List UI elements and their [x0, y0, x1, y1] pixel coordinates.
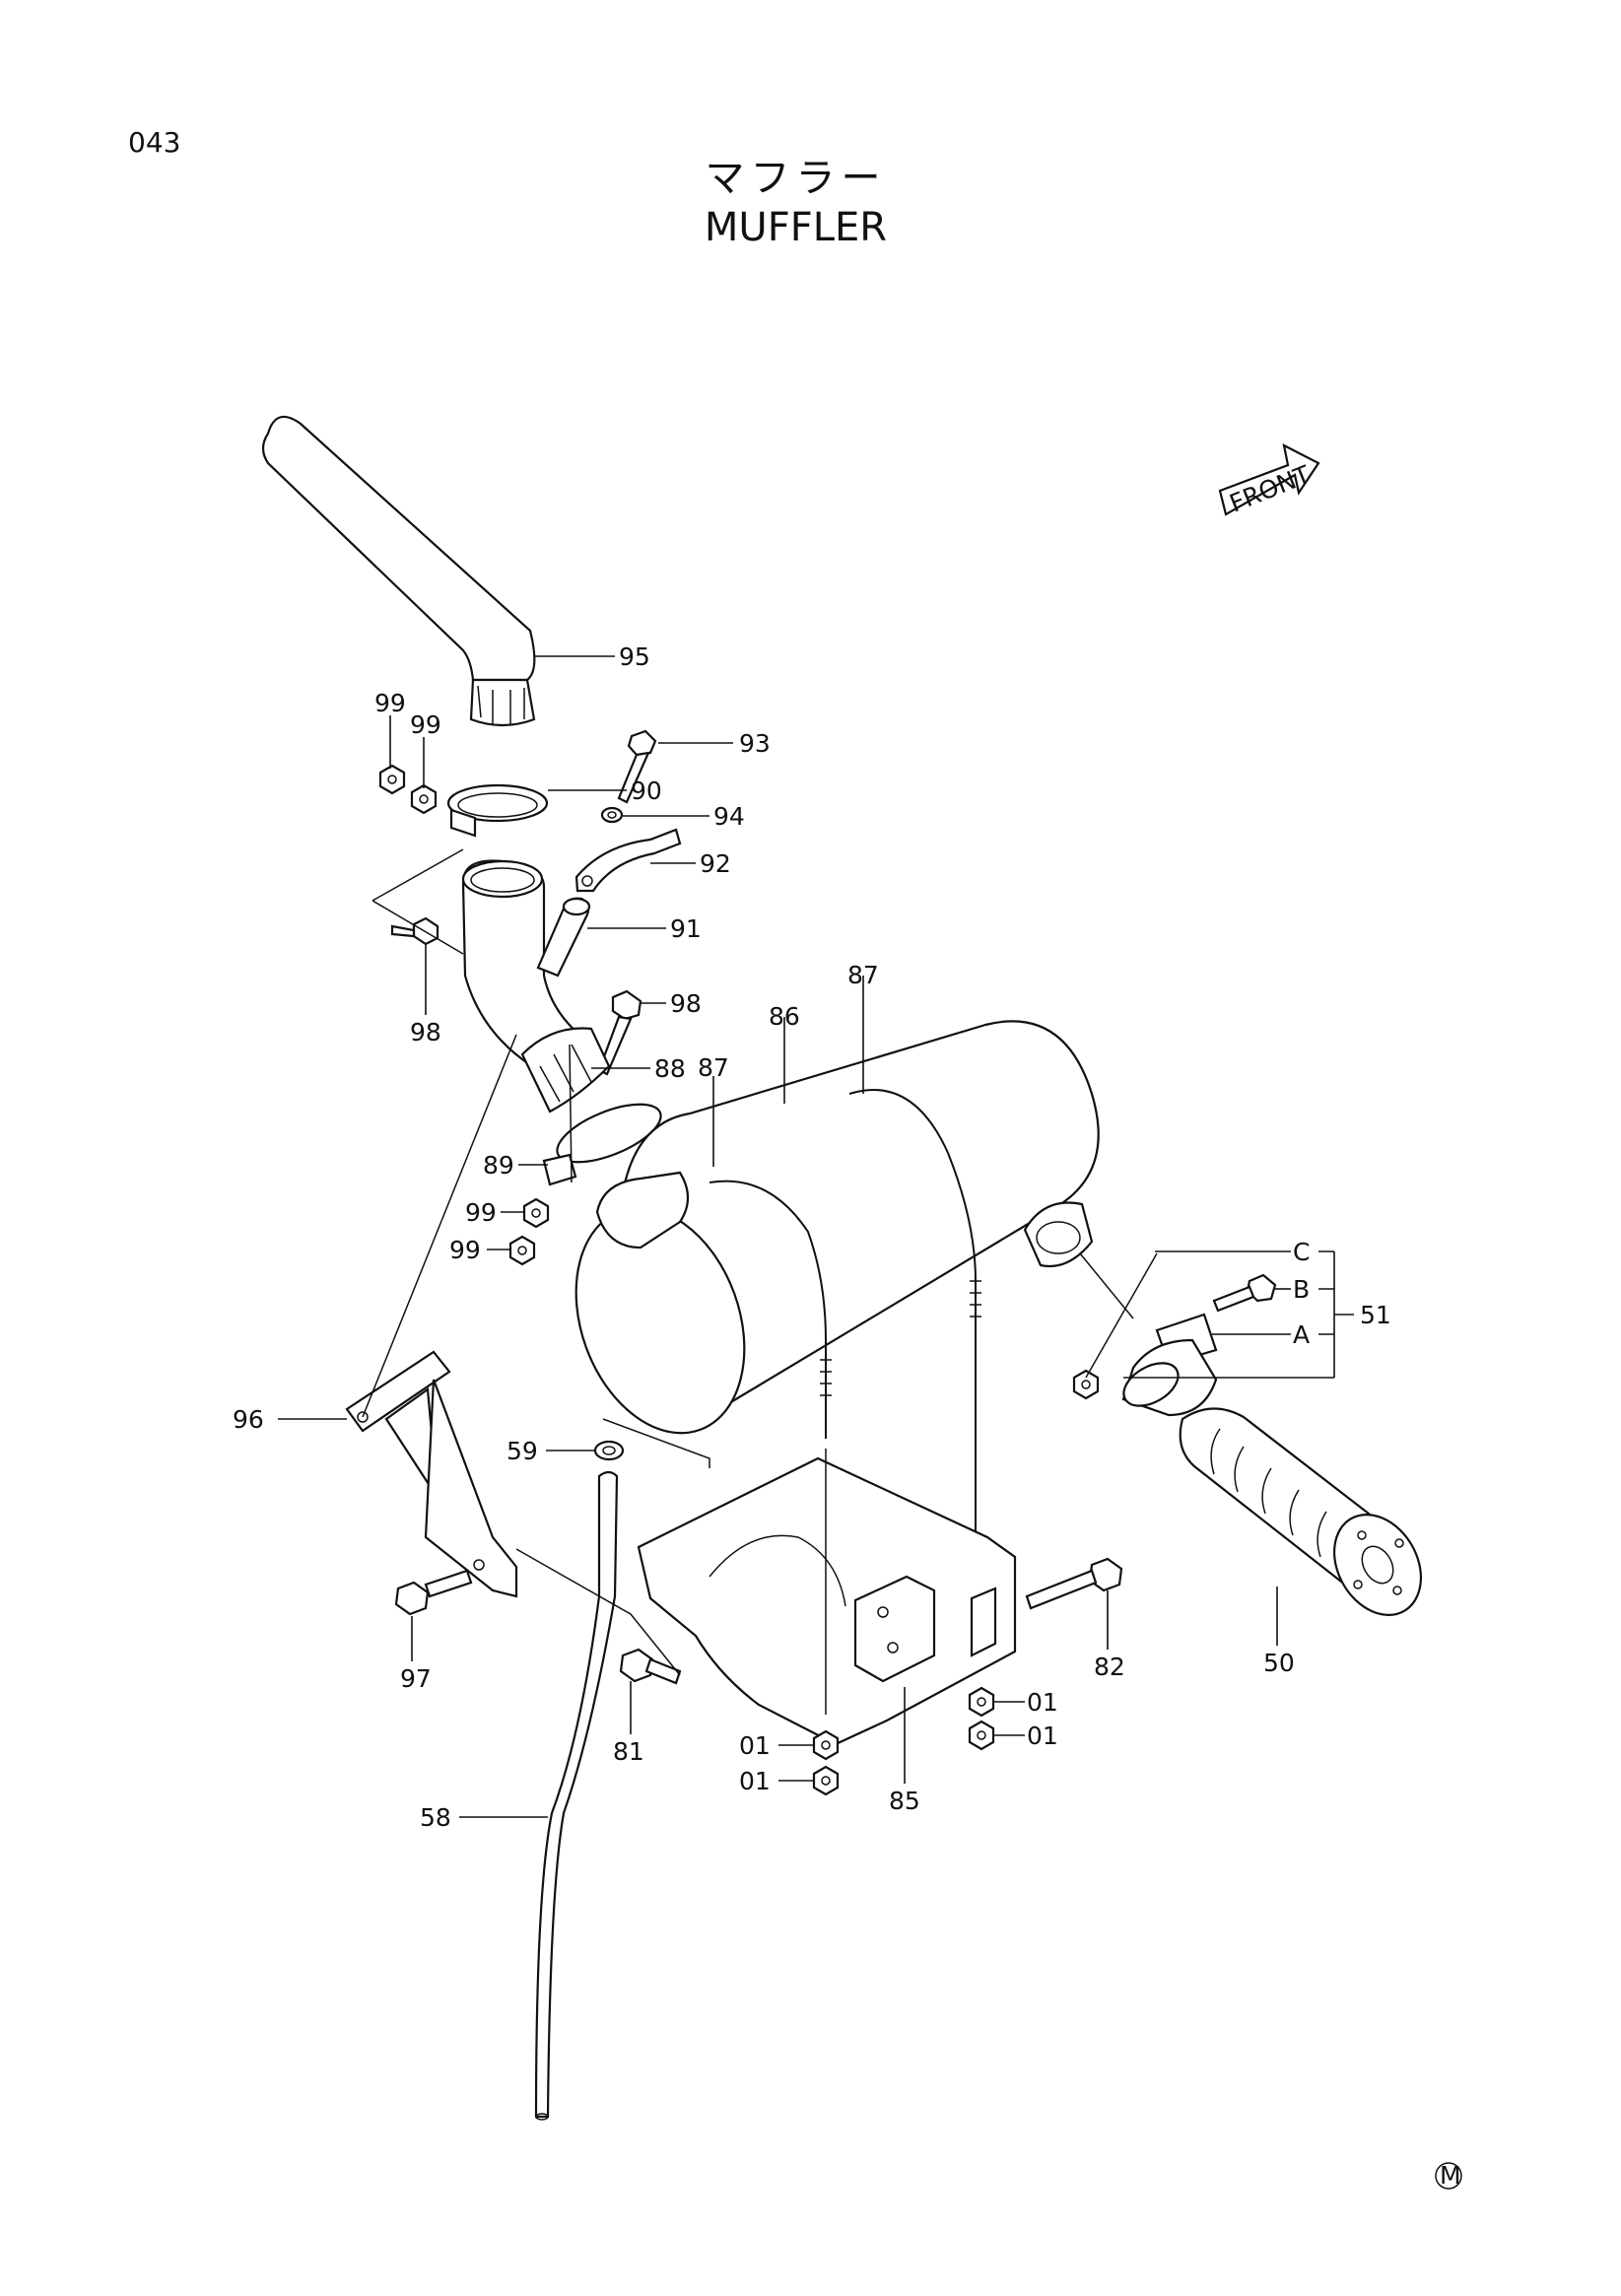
nut-99-d [508, 1235, 536, 1266]
u-strap-87-left [709, 1180, 832, 1439]
clamp-89 [542, 1103, 662, 1186]
callout-95: 95 [619, 642, 650, 671]
callout-97: 97 [400, 1664, 432, 1693]
muffler-body-86 [574, 1020, 1100, 1435]
callout-96: 96 [233, 1405, 264, 1434]
callout-85: 85 [889, 1787, 920, 1815]
nut-01-c [812, 1729, 840, 1761]
callout-50: 50 [1263, 1649, 1295, 1677]
callout-58: 58 [420, 1803, 451, 1832]
callout-86: 86 [769, 1002, 800, 1031]
flange-51 [1121, 1313, 1218, 1417]
callout-c: C [1293, 1238, 1310, 1266]
callout-92: 92 [700, 849, 731, 878]
nut-01-a [968, 1686, 995, 1718]
callout-a: A [1293, 1320, 1310, 1349]
callout-93: 93 [739, 729, 771, 758]
callout-51: 51 [1360, 1301, 1391, 1329]
callout-01: 01 [1027, 1688, 1058, 1717]
pipe-91 [536, 897, 591, 978]
corner-mark-letter: M [1440, 2161, 1461, 2190]
bolt-97 [394, 1569, 473, 1616]
callout-99: 99 [410, 710, 441, 739]
title-english: MUFFLER [704, 205, 888, 250]
callout-98: 98 [670, 989, 702, 1018]
bolt-81 [619, 1648, 682, 1685]
bracket-92 [574, 828, 682, 893]
tail-pipe-95 [261, 415, 536, 727]
callout-81: 81 [613, 1737, 644, 1766]
exhaust-elbow [461, 859, 592, 1068]
washer-94 [600, 806, 624, 824]
callout-87: 87 [698, 1053, 729, 1082]
leader-lines [278, 655, 1354, 1818]
assembly-lines [362, 848, 1158, 1715]
front-direction-arrow: FRONT [1218, 442, 1320, 518]
nut-01-d [812, 1765, 840, 1796]
clip-59 [593, 1440, 625, 1461]
corner-mark: M [1435, 2161, 1462, 2190]
title-japanese: マフラー [705, 156, 887, 201]
callout-88: 88 [654, 1054, 686, 1083]
callout-99: 99 [449, 1236, 481, 1264]
callout-89: 89 [483, 1151, 514, 1180]
clamp-90 [446, 783, 549, 838]
bolt-82 [1025, 1557, 1123, 1610]
callout-87: 87 [847, 961, 879, 989]
bolt-98-left [390, 916, 439, 946]
callout-91: 91 [670, 914, 702, 943]
callout-99: 99 [465, 1198, 497, 1227]
hose-58 [534, 1470, 619, 2121]
bolt-b [1212, 1273, 1277, 1313]
nut-01-b [968, 1720, 995, 1751]
bracket-85 [637, 1456, 1017, 1746]
nut-99-b [410, 783, 438, 815]
front-label: FRONT [1226, 460, 1316, 518]
callout-99: 99 [374, 689, 406, 717]
callout-01: 01 [739, 1731, 771, 1760]
callout-98: 98 [410, 1018, 441, 1047]
page-number: 043 [128, 126, 181, 159]
callout-59: 59 [507, 1437, 538, 1465]
nut-99-a [378, 764, 406, 795]
callout-82: 82 [1094, 1653, 1125, 1681]
flex-pipe-50 [1179, 1407, 1423, 1616]
nut-c [1072, 1369, 1100, 1400]
nut-99-c [522, 1197, 550, 1229]
callout-01: 01 [1027, 1722, 1058, 1750]
callout-90: 90 [631, 777, 662, 805]
callout-b: B [1293, 1275, 1310, 1304]
bracket-96 [345, 1350, 518, 1598]
callout-94: 94 [713, 802, 745, 831]
u-strap-87-right [848, 1089, 981, 1655]
callout-labels: 95 99 99 93 90 94 92 91 98 98 88 87 86 8… [233, 642, 1391, 1832]
callout-01: 01 [739, 1767, 771, 1795]
